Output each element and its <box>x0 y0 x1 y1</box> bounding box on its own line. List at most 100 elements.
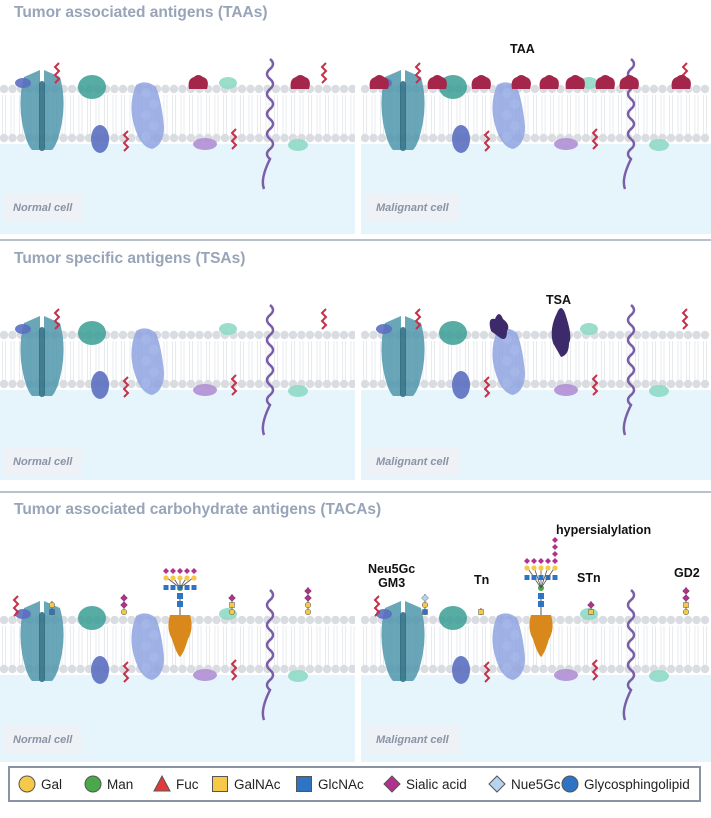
ion-channel <box>20 316 64 397</box>
normal-cell-label: Normal cell <box>3 194 83 222</box>
taa-protein <box>471 75 491 89</box>
channel-protein <box>78 606 106 630</box>
channel-protein <box>439 321 467 345</box>
peripheral-protein <box>193 384 217 396</box>
neu5gc-label: Neu5Gc <box>368 562 416 576</box>
normal-cell-panel-taa: Normal cell <box>0 34 357 264</box>
glycan-chain <box>304 587 312 616</box>
taa-protein <box>671 75 691 89</box>
hypersialylation-annotation: hypersialylation <box>556 523 652 537</box>
malignant-cell-panel-tsa: Malignant cell <box>360 280 711 510</box>
peripheral-protein <box>452 371 470 399</box>
peripheral-protein <box>649 139 669 151</box>
tsa-protein <box>489 314 509 339</box>
antigen-protein <box>188 75 208 89</box>
peripheral-protein <box>554 138 578 150</box>
tn-annotation: Tn <box>474 573 490 587</box>
glycolipid-chain <box>681 308 689 330</box>
glycolipid-chain <box>591 128 599 150</box>
glycolipid-chain <box>483 376 491 398</box>
peripheral-protein <box>554 384 578 396</box>
glycolipid-chain <box>373 595 381 617</box>
transmembrane-receptor <box>261 589 275 721</box>
galnac-icon <box>212 776 228 792</box>
gd2-annotation: GD2 <box>674 566 700 580</box>
malignant-cell-label: Malignant cell <box>366 726 459 754</box>
section-title-taa: Tumor associated antigens (TAAs) <box>14 4 268 21</box>
legend-label: Man <box>107 776 134 792</box>
channel-protein <box>78 321 106 345</box>
glycolipid-chain <box>230 128 238 150</box>
normal-cell-panel-tsa: Normal cell <box>0 280 357 510</box>
fuc-icon <box>153 775 171 792</box>
legend-item: Glycosphingolipid <box>561 768 690 800</box>
peripheral-protein <box>649 670 669 682</box>
glycoprotein <box>163 568 197 657</box>
glycan-chain <box>682 587 690 616</box>
glycolipid-chain <box>591 659 599 681</box>
legend-label: Sialic acid <box>406 776 467 792</box>
peripheral-protein <box>91 125 109 153</box>
legend-label: GlcNAc <box>318 776 364 792</box>
sialic-acid-icon <box>383 775 401 793</box>
legend-item: Fuc <box>153 768 199 800</box>
ion-channel <box>381 601 425 682</box>
peripheral-protein <box>376 324 392 334</box>
transmembrane-receptor <box>261 304 275 436</box>
peripheral-protein <box>376 609 392 619</box>
taa-protein <box>619 75 639 89</box>
transmembrane-receptor <box>622 304 636 436</box>
ion-channel <box>20 601 64 682</box>
glycan-chain <box>421 594 429 615</box>
peripheral-protein <box>288 385 308 397</box>
taa-annotation: TAA <box>510 42 535 56</box>
man-icon <box>84 775 102 793</box>
ion-channel <box>381 316 425 397</box>
transmembrane-receptor <box>622 589 636 721</box>
gm3-label: GM3 <box>378 576 406 590</box>
channel-protein <box>78 75 106 99</box>
transporter-protein <box>131 82 164 149</box>
antigen-protein <box>290 75 310 89</box>
section-title-taca: Tumor associated carbohydrate antigens (… <box>14 501 382 518</box>
glycan-chain <box>48 601 56 615</box>
glycolipid-chain <box>230 659 238 681</box>
peripheral-protein <box>554 669 578 681</box>
peripheral-protein <box>91 656 109 684</box>
legend-label: Fuc <box>176 776 199 792</box>
tsa-annotation: TSA <box>546 293 571 307</box>
legend-item: GlcNAc <box>295 768 364 800</box>
glycan-chain <box>120 594 128 616</box>
glycolipid-chain <box>122 376 130 398</box>
glycoprotein <box>524 537 558 657</box>
taa-protein <box>427 75 447 89</box>
peripheral-protein <box>15 78 31 88</box>
surface-protein <box>219 77 237 89</box>
glycosphingolipid-icon <box>561 775 579 793</box>
legend-label: GalNAc <box>234 776 281 792</box>
nue5gc-icon <box>488 775 506 793</box>
peripheral-protein <box>15 324 31 334</box>
taa-protein <box>511 75 531 89</box>
peripheral-protein <box>288 139 308 151</box>
surface-protein <box>580 323 598 335</box>
legend-label: Gal <box>41 776 63 792</box>
section-divider <box>0 491 711 493</box>
section-divider <box>0 239 711 241</box>
peripheral-protein <box>649 385 669 397</box>
glcnac-icon <box>296 776 312 792</box>
legend-label: Nue5Gc <box>511 776 561 792</box>
taa-protein <box>539 75 559 89</box>
stn-annotation: STn <box>577 571 601 585</box>
legend-item: Nue5Gc <box>488 768 561 800</box>
peripheral-protein <box>452 125 470 153</box>
transporter-protein <box>131 328 164 395</box>
malignant-cell-panel-taa: Malignant cell <box>360 34 711 264</box>
normal-cell-label: Normal cell <box>3 726 83 754</box>
glycolipid-chain <box>53 62 61 84</box>
neu5gc-gm3-annotation: Neu5Gc GM3 <box>368 562 415 590</box>
malignant-cell-label: Malignant cell <box>366 194 459 222</box>
legend-item: Gal <box>18 768 62 800</box>
gal-icon <box>18 775 36 793</box>
glycolipid-chain <box>320 308 328 330</box>
